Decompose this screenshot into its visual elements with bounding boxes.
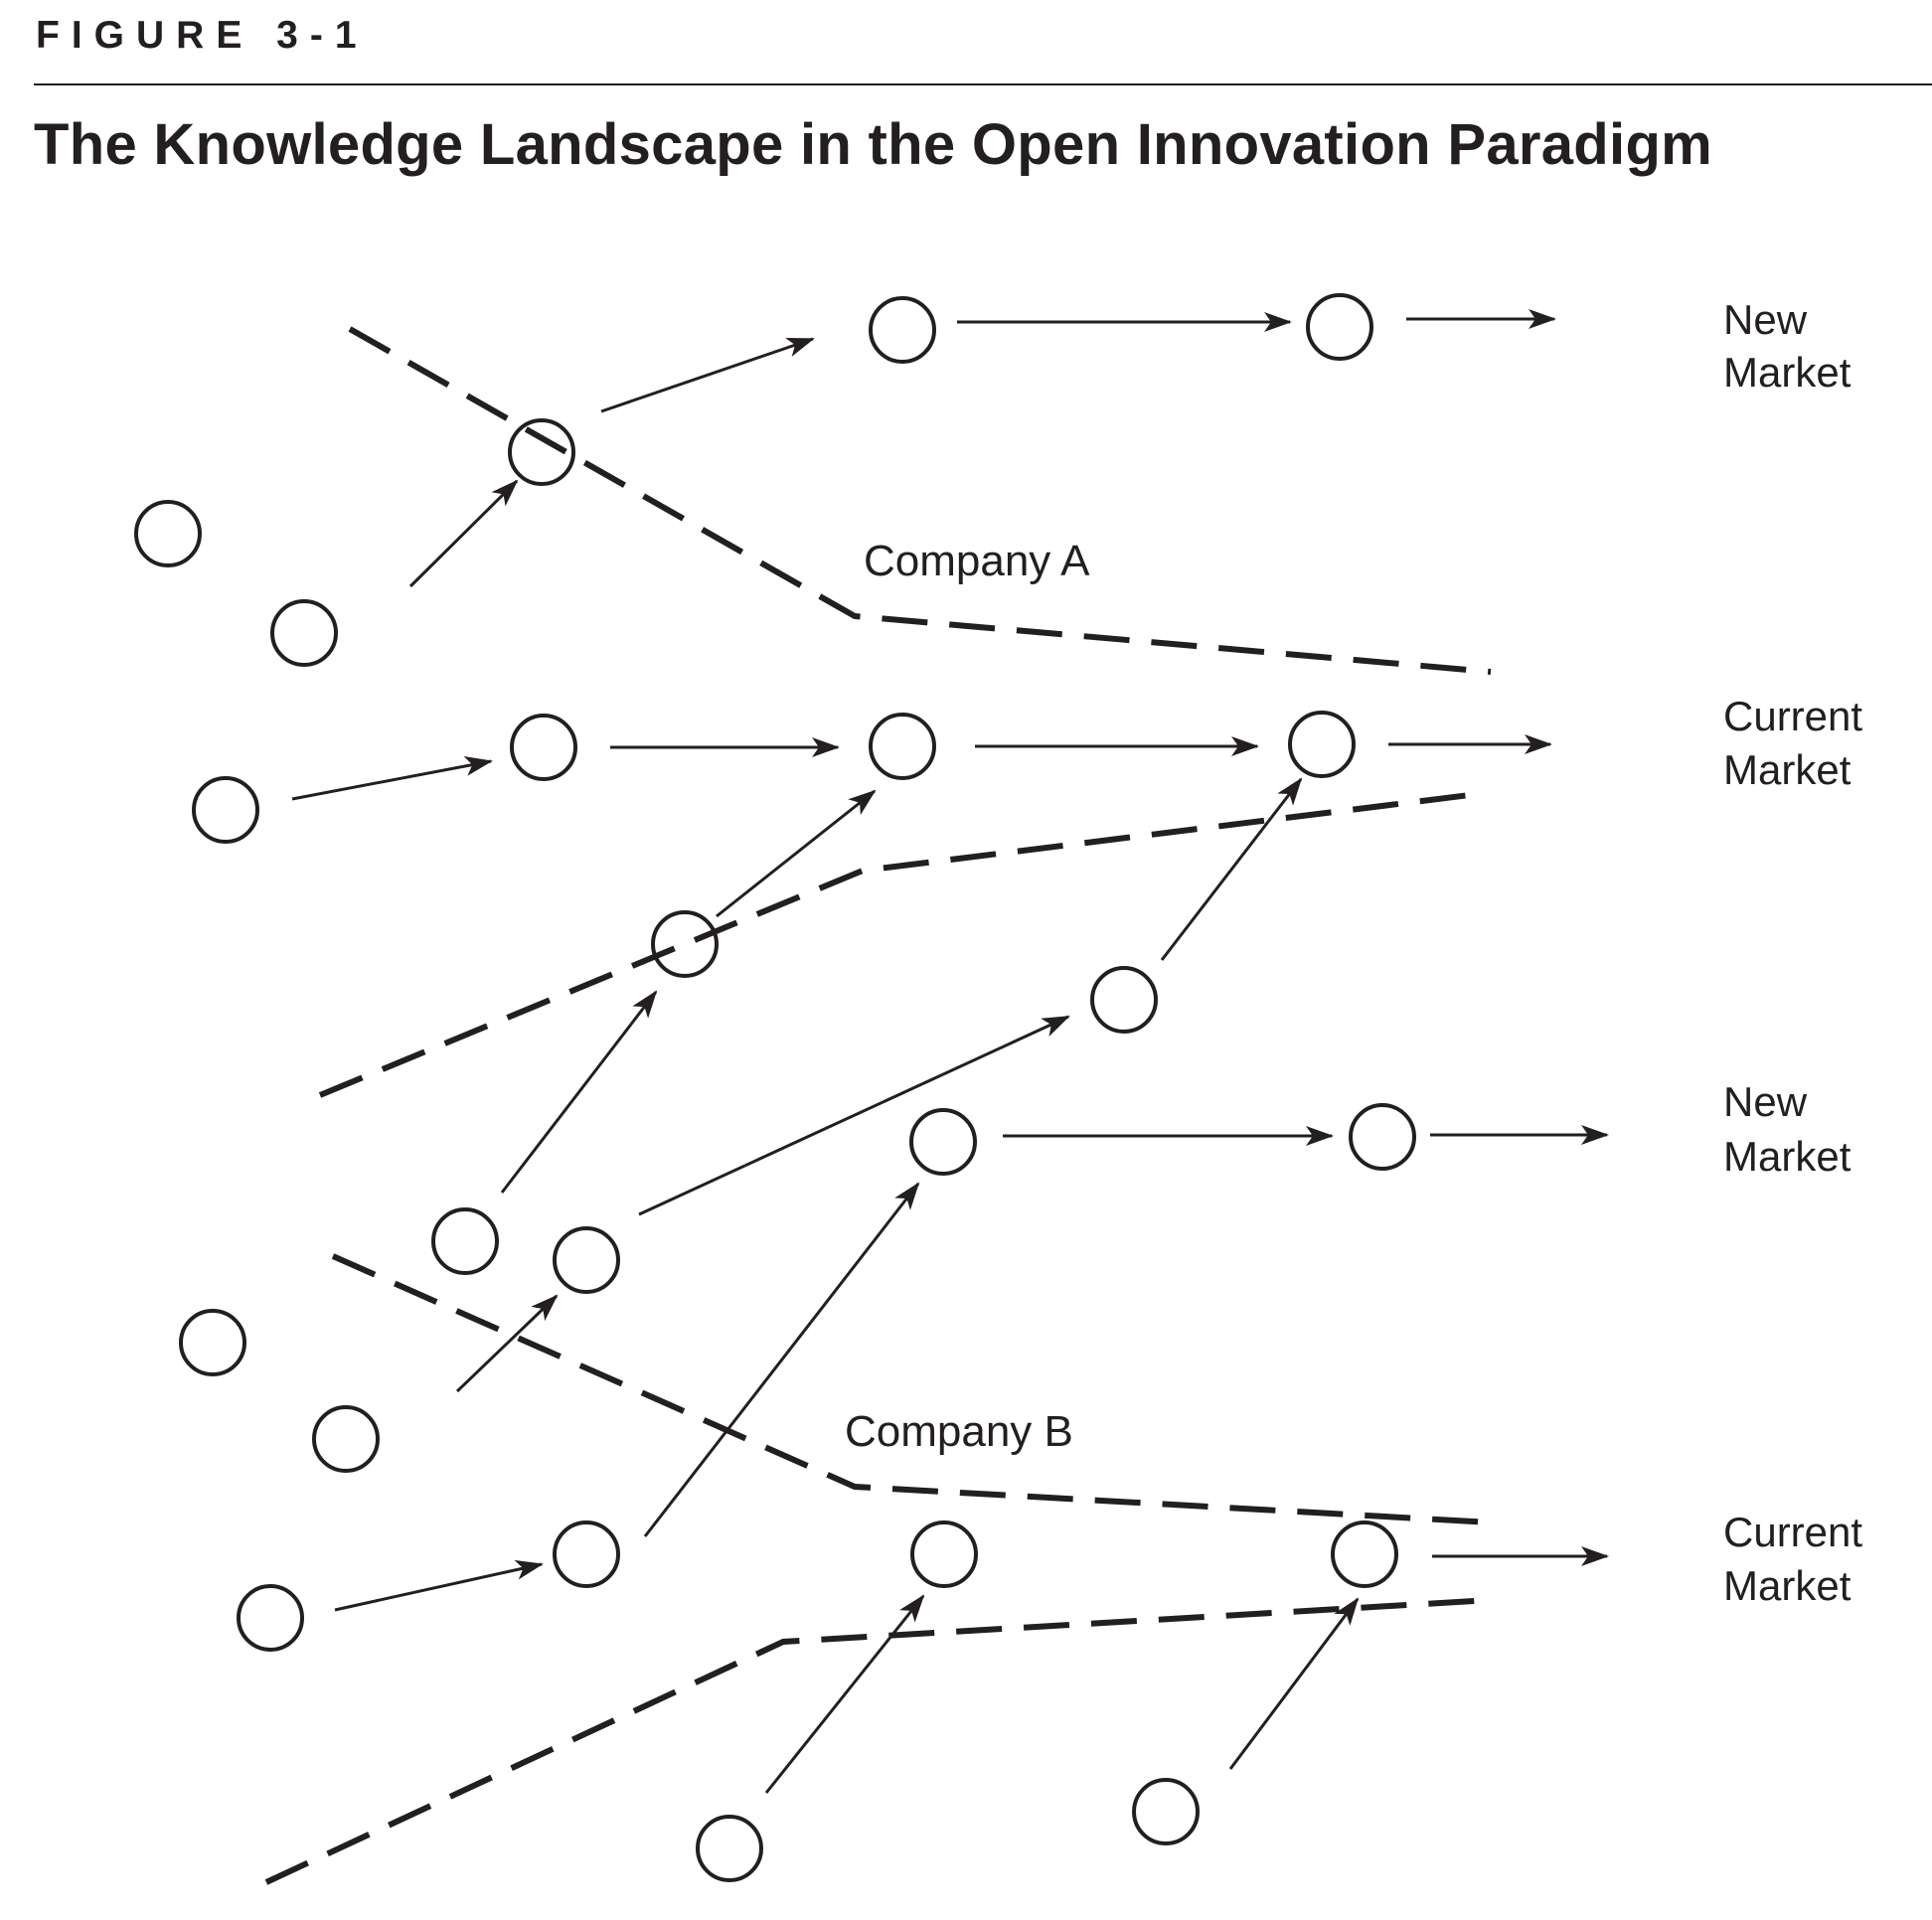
idea-node: [1349, 1103, 1416, 1171]
company-b-lower-boundary: [264, 1597, 1492, 1885]
idea-node: [431, 1207, 499, 1275]
idea-node: [1306, 293, 1373, 361]
company-a-label: Company A: [864, 537, 1090, 585]
company-a-upper-boundary: [348, 326, 1492, 675]
company-b-upper-boundary: [331, 1253, 1492, 1525]
idea-node: [1090, 966, 1158, 1034]
flow-arrow: [716, 789, 877, 918]
idea-node: [869, 296, 936, 364]
idea-node: [553, 1226, 620, 1294]
flow-arrow: [500, 990, 658, 1194]
flow-arrow: [334, 1559, 544, 1612]
idea-node: [909, 1108, 977, 1176]
idea-node: [270, 599, 338, 667]
market-label-new: New: [1723, 1078, 1808, 1125]
figure-title: The Knowledge Landscape in the Open Inno…: [34, 112, 1713, 177]
flow-arrow: [643, 1182, 920, 1537]
idea-node: [237, 1584, 304, 1652]
market-label-new: New: [1723, 296, 1808, 343]
flow-arrow: [638, 1015, 1070, 1216]
market-label-new: Market: [1723, 1133, 1852, 1180]
idea-node: [869, 713, 936, 780]
idea-node: [696, 1815, 763, 1882]
idea-node: [510, 714, 577, 781]
idea-node: [134, 500, 202, 567]
market-label-current: Current: [1723, 693, 1862, 739]
flow-arrow: [408, 479, 519, 588]
flow-arrow: [291, 756, 493, 801]
flow-arrow: [1228, 1597, 1360, 1770]
idea-node: [508, 418, 575, 486]
flow-arrow: [600, 337, 815, 413]
idea-node: [910, 1520, 978, 1588]
idea-node: [179, 1309, 246, 1376]
title-divider: [34, 83, 1932, 85]
idea-node: [312, 1405, 380, 1473]
market-label-current: Market: [1723, 746, 1852, 793]
company-a-lower-boundary: [318, 790, 1487, 1098]
idea-node: [192, 776, 259, 844]
idea-node: [1132, 1778, 1200, 1845]
figure-label: FIGURE 3-1: [36, 14, 369, 57]
market-label-current: Market: [1723, 1562, 1852, 1609]
flow-arrow: [1160, 777, 1303, 961]
flow-arrow: [764, 1594, 925, 1794]
idea-node: [1288, 711, 1356, 778]
market-label-current: Current: [1723, 1509, 1862, 1555]
idea-node: [553, 1520, 620, 1588]
flow-arrow: [455, 1294, 559, 1393]
company-b-label: Company B: [845, 1407, 1073, 1456]
idea-node: [651, 910, 719, 978]
idea-node: [1331, 1520, 1398, 1588]
market-label-new: Market: [1723, 349, 1852, 396]
